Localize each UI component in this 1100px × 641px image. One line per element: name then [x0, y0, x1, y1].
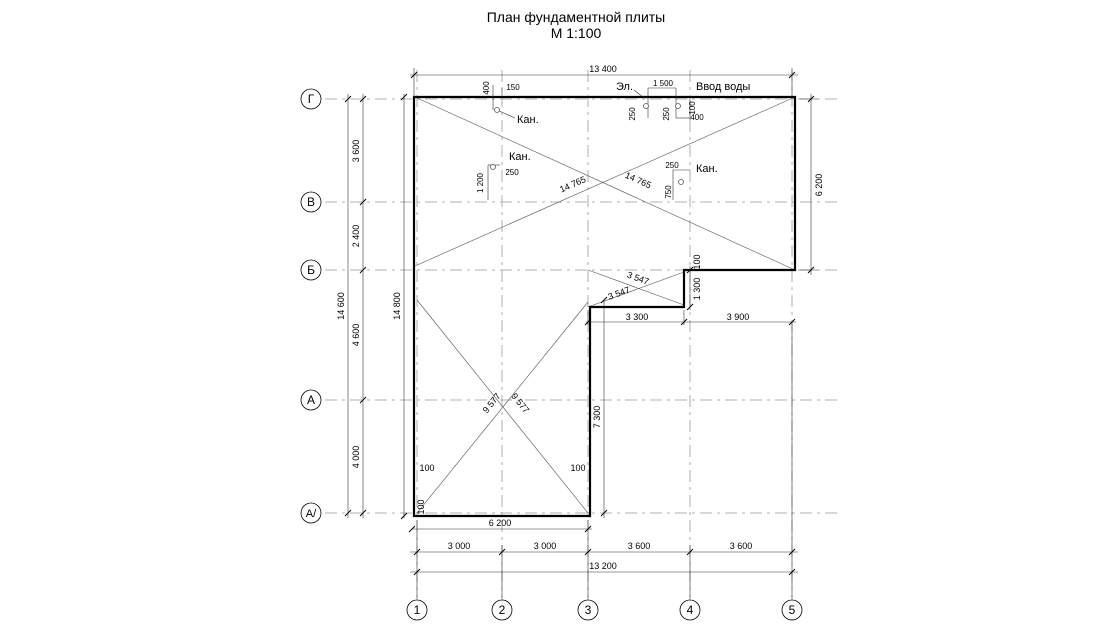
dim-step-offset: 100 [692, 254, 702, 269]
util-dim-400-b: 400 [690, 113, 704, 122]
axis-bubble-1 [406, 599, 428, 621]
dim-row-2: 2 400 [351, 225, 361, 248]
axis-label-V: В [307, 195, 315, 209]
util-dim-250-c: 250 [505, 168, 519, 177]
util-dim-150: 150 [506, 83, 520, 92]
dimension-lines [347, 68, 818, 598]
axis-label-B: Б [307, 263, 315, 277]
util-dim-1200: 1 200 [476, 172, 485, 193]
utility-points [490, 103, 684, 185]
utility-dimension-labels: 400 150 1 500 250 250 100 400 1 200 250 … [476, 79, 704, 199]
axis-bubble-B [300, 259, 322, 281]
sewer-point-1 [494, 107, 500, 113]
axis-bubble-4 [679, 599, 701, 621]
dim-span-1: 3 000 [448, 541, 471, 551]
axis-bubble-G [300, 88, 322, 110]
dim-lower-height: 7 300 [592, 406, 602, 429]
drawing-title-block: План фундаментной плиты М 1:100 [0, 9, 1100, 41]
water-inlet-label: Ввод воды [696, 81, 750, 93]
drawing-title: План фундаментной плиты [486, 9, 666, 25]
drawing-scale: М 1:100 [550, 25, 602, 41]
axis-label-1: 1 [414, 603, 421, 617]
axis-label-A: А [307, 393, 315, 407]
dim-row-3: 4 600 [351, 324, 361, 347]
water-inlet-point [675, 103, 681, 109]
dim-left-overall: 14 600 [336, 292, 346, 320]
util-dim-250-d: 250 [665, 161, 679, 170]
dim-top-overall: 13 400 [589, 64, 617, 74]
dim-step-left: 3 300 [626, 312, 649, 322]
sewer-point-2 [490, 164, 496, 170]
dim-span-4: 3 600 [730, 541, 753, 551]
dim-diag-lower-2: 9 577 [509, 391, 531, 415]
util-dim-250-b: 250 [662, 107, 671, 121]
dim-corner-offset-2: 100 [570, 463, 585, 473]
slab-outline [412, 95, 797, 518]
dim-diag-step-2: 3 547 [607, 285, 632, 302]
util-dim-1500: 1 500 [653, 79, 674, 88]
axis-markers [300, 88, 803, 621]
dim-span-2: 3 000 [534, 541, 557, 551]
dim-lower-width: 6 200 [489, 518, 512, 528]
dim-diag-upper-2: 14 765 [624, 170, 653, 190]
diagonal-labels: 14 765 14 765 9 577 9 577 3 547 3 547 [481, 170, 653, 415]
dim-diag-step-1: 3 547 [626, 270, 651, 287]
dimension-labels: 13 400 3 000 3 000 3 600 3 600 13 200 6 … [419, 64, 752, 571]
axis-bubble-5 [781, 599, 803, 621]
utility-labels: Кан. Кан. Кан. Эл. Ввод воды [509, 81, 750, 175]
dimension-ticks [344, 71, 815, 576]
axis-bubble-V [300, 191, 322, 213]
dim-step-height: 1 300 [692, 278, 702, 301]
sewer-label-1: Кан. [517, 114, 539, 126]
util-dim-750: 750 [664, 185, 673, 199]
axis-label-5: 5 [789, 603, 796, 617]
dim-corner-offset-3: 100 [416, 499, 426, 514]
sewer-label-3: Кан. [696, 163, 718, 175]
dim-span-3: 3 600 [628, 541, 651, 551]
sewer-point-3 [678, 179, 684, 185]
axis-bubble-A [300, 389, 322, 411]
axis-grid [325, 70, 840, 600]
dim-step-right: 3 900 [727, 312, 750, 322]
vertical-dimension-labels: 3 600 2 400 4 600 4 000 14 600 14 800 6 … [336, 140, 824, 515]
dim-row-4: 4 000 [351, 446, 361, 469]
dim-corner-offset-1: 100 [419, 463, 434, 473]
util-dim-100: 100 [688, 101, 697, 115]
axis-bubble-3 [577, 599, 599, 621]
electric-point [643, 103, 649, 109]
axis-bubble-2 [491, 599, 513, 621]
axis-label-2: 2 [499, 603, 506, 617]
util-dim-250-a: 250 [628, 107, 637, 121]
axis-label-G: Г [308, 92, 315, 106]
dim-right-height: 6 200 [814, 174, 824, 197]
electric-label: Эл. [616, 81, 633, 93]
axis-label-A-prime: А/ [306, 508, 317, 520]
sewer-label-2: Кан. [509, 151, 531, 163]
dim-row-1: 3 600 [351, 140, 361, 163]
util-dim-400: 400 [482, 81, 491, 95]
axis-bubble-A-prime [300, 502, 322, 524]
dim-slab-height: 14 800 [392, 292, 402, 320]
dim-bottom-overall: 13 200 [589, 561, 617, 571]
axis-label-3: 3 [585, 603, 592, 617]
diagonal-lines [414, 96, 796, 514]
axis-label-4: 4 [687, 603, 694, 617]
